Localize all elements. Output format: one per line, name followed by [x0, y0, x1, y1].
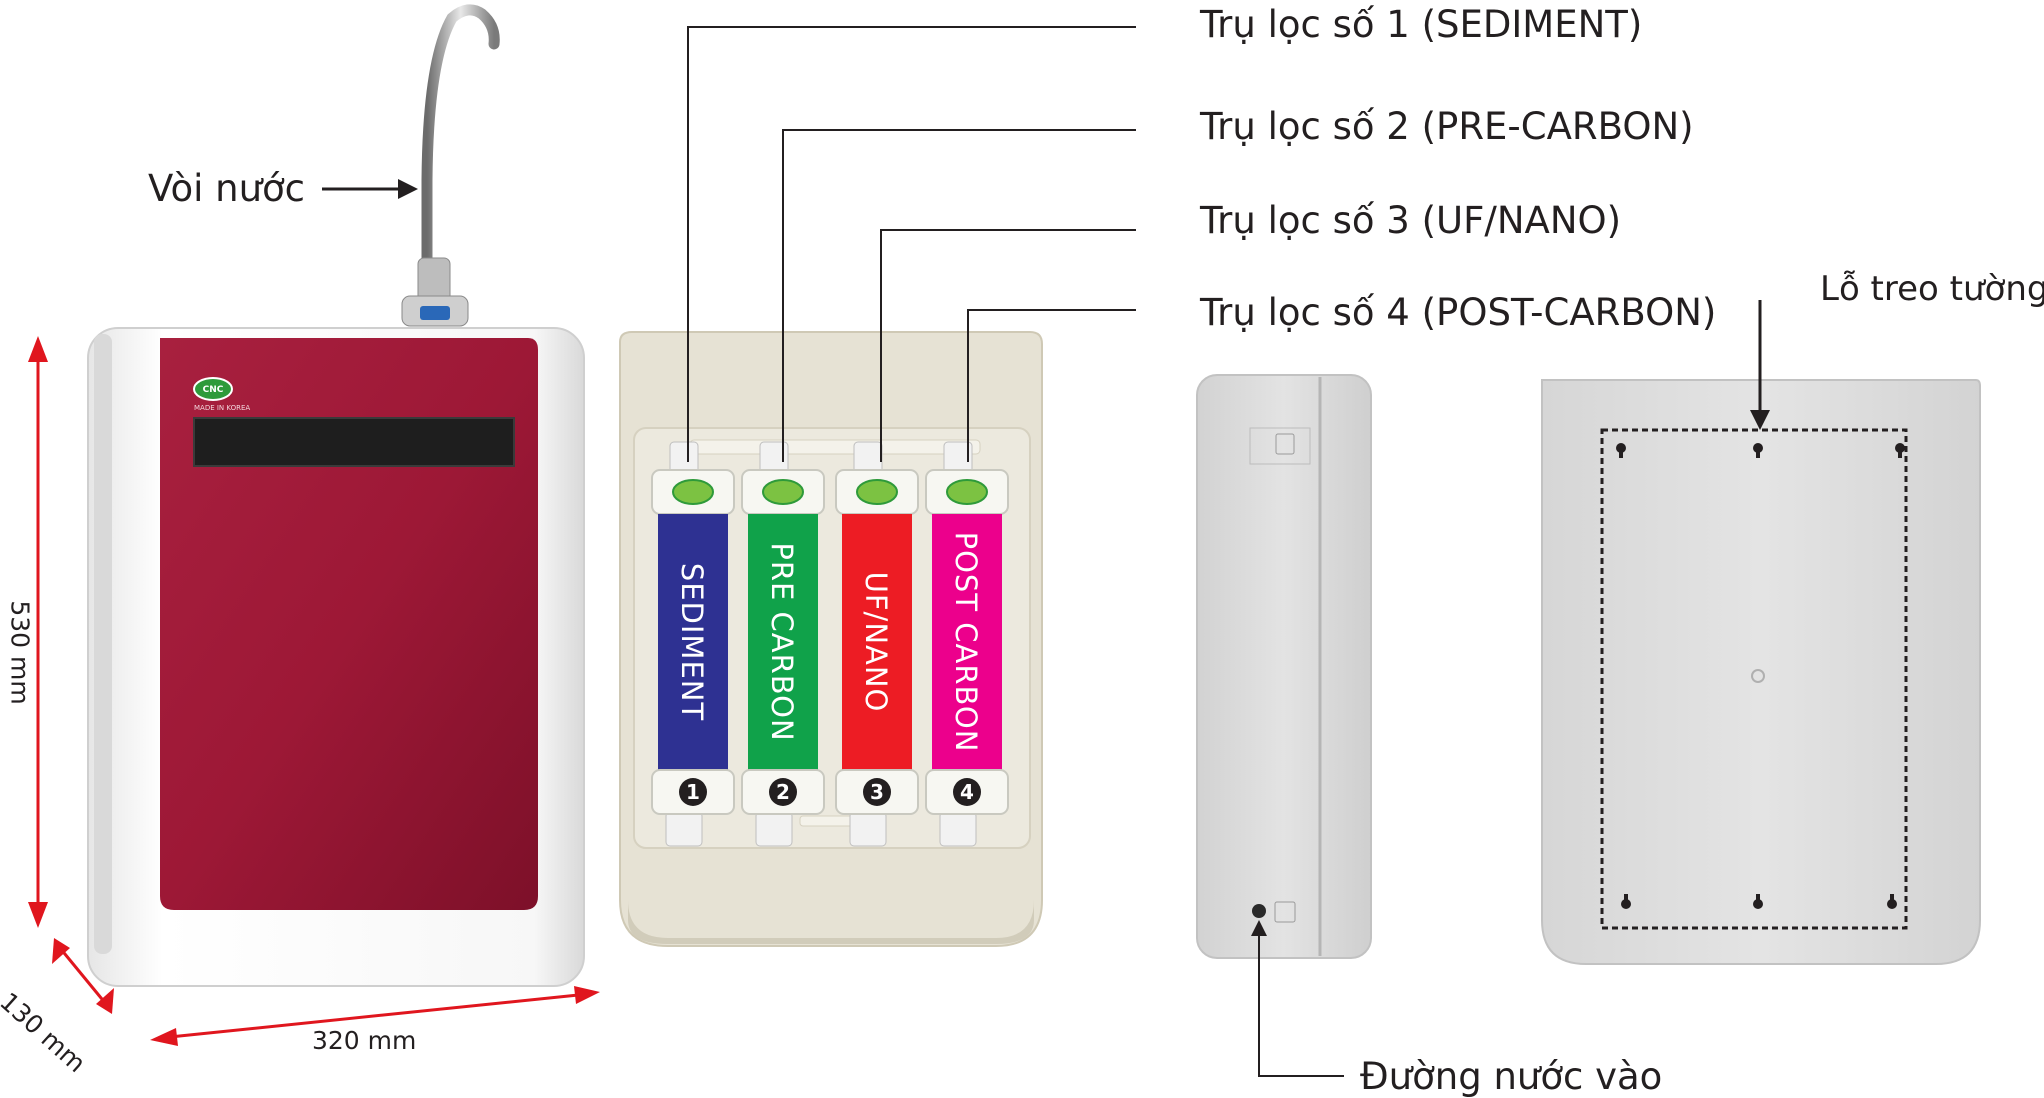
cartridge-4-body	[932, 514, 1002, 770]
filter-2-label: Trụ lọc số 2 (PRE-CARBON)	[1200, 105, 1694, 148]
filter-3-label: Trụ lọc số 3 (UF/NANO)	[1200, 199, 1622, 242]
leader-line-2	[782, 129, 1136, 462]
brand-logo	[193, 377, 233, 401]
leader-line-4	[967, 309, 1136, 462]
front-panel	[160, 338, 538, 910]
display-window	[193, 417, 515, 467]
water-inlet-label: Đường nước vào	[1360, 1055, 1663, 1098]
side-panel	[1196, 374, 1372, 959]
back-panel	[1541, 379, 1981, 965]
width-dimension-label: 320 mm	[312, 1026, 417, 1055]
cartridge-3: 3 UF/NANO	[835, 441, 919, 847]
cartridge-4-number: 4	[960, 780, 974, 804]
cartridge-2-body	[748, 514, 818, 770]
filter-4-label: Trụ lọc số 4 (POST-CARBON)	[1200, 291, 1717, 334]
side-view	[1196, 374, 1372, 959]
dimension-arrows	[28, 336, 600, 1046]
filter-1-label: Trụ lọc số 1 (SEDIMENT)	[1200, 3, 1643, 46]
cartridge-2-label: PRE CARBON	[765, 542, 799, 741]
cartridge-3-label: UF/NANO	[859, 572, 893, 713]
height-dimension-label: 530 mm	[5, 600, 35, 705]
made-in-text: MADE IN KOREA	[194, 404, 250, 412]
cartridge-bay	[633, 427, 1031, 849]
cartridge-group: 1 SEDIMENT 2 PRE CARBON 3 UF/NANO	[651, 441, 1009, 847]
mounting-area	[1600, 428, 1908, 930]
back-view	[1541, 379, 1981, 965]
cartridge-3-body	[842, 514, 912, 770]
cartridge-2: 2 PRE CARBON	[741, 441, 825, 847]
width-arrow	[159, 992, 589, 1040]
cartridge-4-label: POST CARBON	[949, 532, 983, 753]
cartridge-3-number: 3	[870, 780, 884, 804]
cartridge-1-label: SEDIMENT	[675, 563, 709, 721]
cartridge-4: 4 POST CARBON	[925, 441, 1009, 847]
front-unit: CNC MADE IN KOREA	[87, 4, 585, 987]
faucet	[421, 4, 500, 326]
wall-hole-label: Lỗ treo tường	[1820, 269, 2044, 309]
faucet-label: Vòi nước	[148, 167, 305, 210]
leader-line-3	[880, 229, 1136, 462]
cartridge-1-number: 1	[686, 780, 700, 804]
cartridge-2-number: 2	[776, 780, 790, 804]
cartridge-1-body	[658, 514, 728, 770]
brand-logo-text: CNC	[203, 385, 224, 395]
leader-line-1	[687, 26, 1136, 462]
filter-leader-lines	[687, 26, 1136, 462]
depth-arrow	[58, 947, 108, 1005]
cartridge-1: 1 SEDIMENT	[651, 441, 735, 847]
inlet-leader-line	[1258, 930, 1344, 1077]
water-inlet-port	[1252, 904, 1266, 918]
